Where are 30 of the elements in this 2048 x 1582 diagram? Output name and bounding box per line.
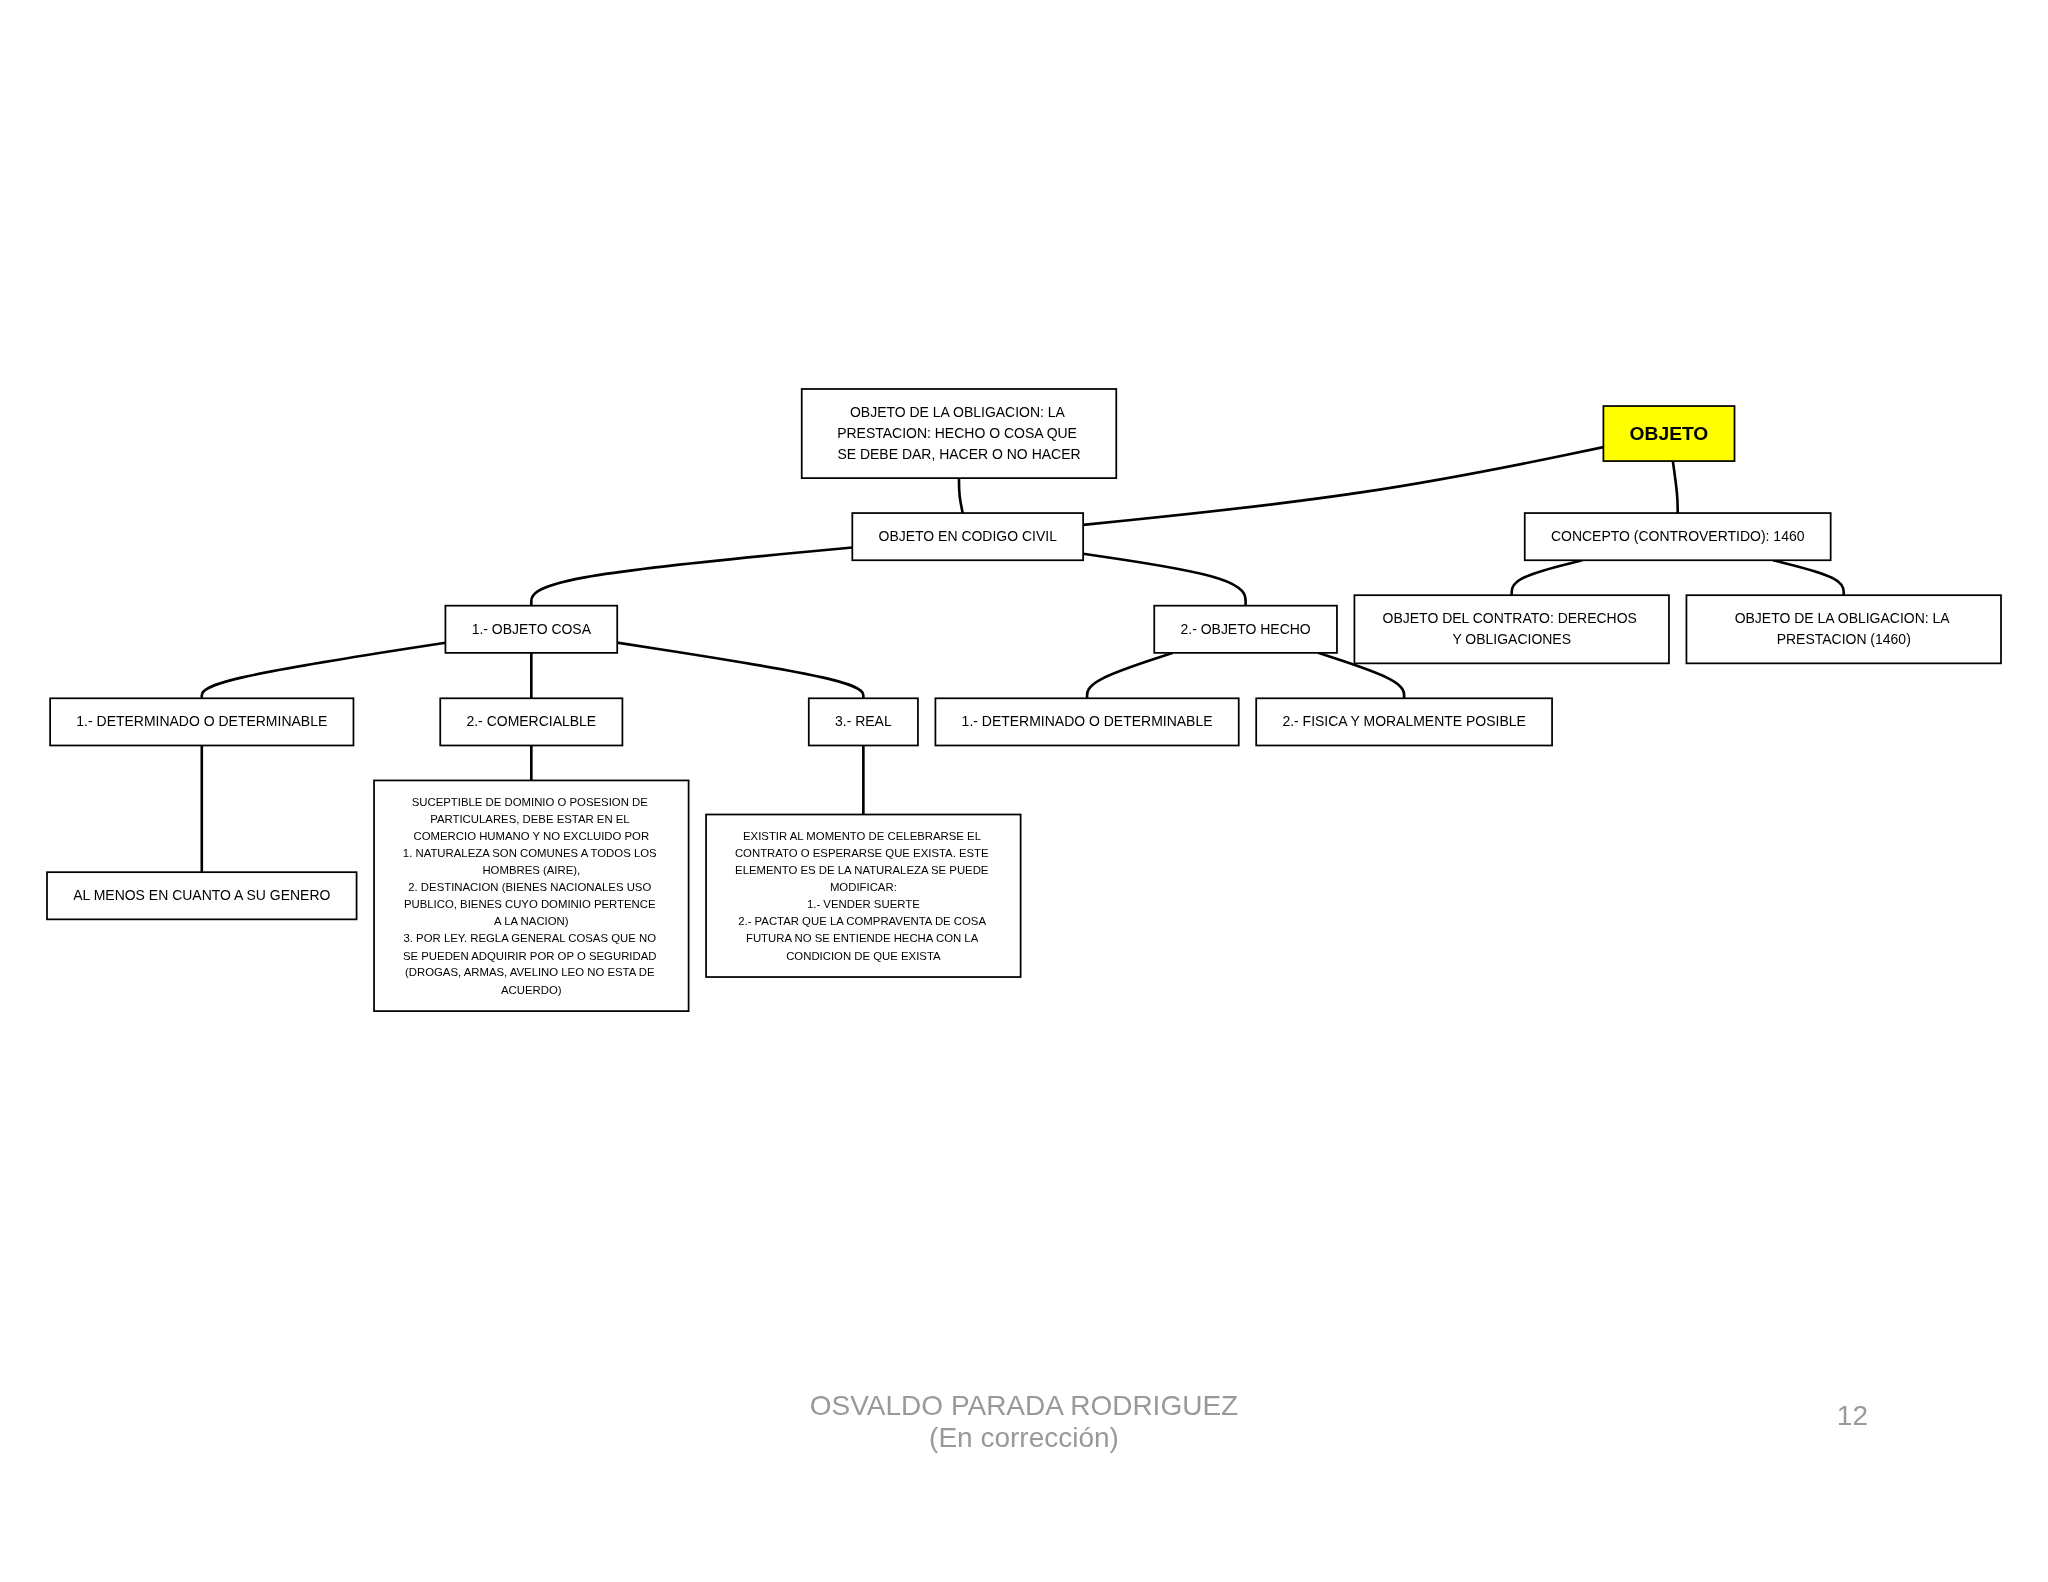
node-box: OBJETO DE LA OBLIGACION: LA PRESTACION: HECHO O COSA QUE SE DEBE DAR, HACER O NO HACER <box>800 388 1118 479</box>
connector <box>530 652 533 699</box>
node-box: OBJETO <box>1602 405 1736 462</box>
connector <box>1083 445 1604 527</box>
node-box: OBJETO EN CODIGO CIVIL <box>851 512 1085 562</box>
node-box: 1.- DETERMINADO O DETERMINABLE <box>49 697 355 747</box>
connector <box>530 546 853 606</box>
node-box: 2.- FISICA Y MORALMENTE POSIBLE <box>1255 697 1553 747</box>
connector <box>617 641 865 699</box>
node-box: SUCEPTIBLE DE DOMINIO O POSESION DE PARTICULARES, DEBE ESTAR EN EL COMERCIO HUMANO Y NO EXCLUIDO POR 1. NATURALEZA SON COMUNES A TODOS LOS HOMBRES (AIRE), 2. DESTINACION (BIENES NACIONALES USO PUBLICO, BIENES CUYO DOMINIO PERTENCE A LA NACION) 3. POR LEY. REGLA GENERAL COSAS QUE NO SE PUEDEN ADQUIRIR POR OP O SEGURIDAD (DROGAS, ARMAS, AVELINO LEO NO ESTA DE ACUERDO) <box>373 779 690 1012</box>
node-box: EXISTIR AL MOMENTO DE CELEBRARSE EL CONTRATO O ESPERARSE QUE EXISTA. ESTE ELEMENTO ES DE LA NATURALEZA SE PUEDE MODIFICAR: 1.- VENDER SUERTE 2.- PACTAR QUE LA COMPRAVENTA DE COSA FUTURA NO SE ENTIENDE HECHA CON LA CONDICION DE QUE EXISTA <box>705 813 1022 978</box>
node-box: 1.- OBJETO COSA <box>444 604 619 654</box>
connector <box>1085 651 1174 699</box>
node-box: OBJETO DE LA OBLIGACION: LA PRESTACION (1460) <box>1685 594 2002 665</box>
connector <box>957 478 964 514</box>
node-box: 2.- COMERCIALBLE <box>439 697 624 747</box>
page-number: 12 <box>1836 1400 1868 1432</box>
connector <box>862 745 865 815</box>
connector <box>1317 651 1406 699</box>
node-box: 3.- REAL <box>807 697 919 747</box>
connector <box>1671 460 1679 513</box>
node-box: OBJETO DEL CONTRATO: DERECHOS Y OBLIGACIONES <box>1353 594 1670 665</box>
node-box: 2.- OBJETO HECHO <box>1153 604 1338 654</box>
node-box: 1.- DETERMINADO O DETERMINABLE <box>934 697 1240 747</box>
connector <box>530 745 533 781</box>
connector <box>200 641 446 699</box>
node-box: AL MENOS EN CUANTO A SU GENERO <box>46 871 358 921</box>
node-box: CONCEPTO (CONTROVERTIDO): 1460 <box>1523 512 1832 562</box>
connector <box>200 745 204 873</box>
footer-text: OSVALDO PARADA RODRIGUEZ (En corrección) <box>808 1390 1240 1454</box>
